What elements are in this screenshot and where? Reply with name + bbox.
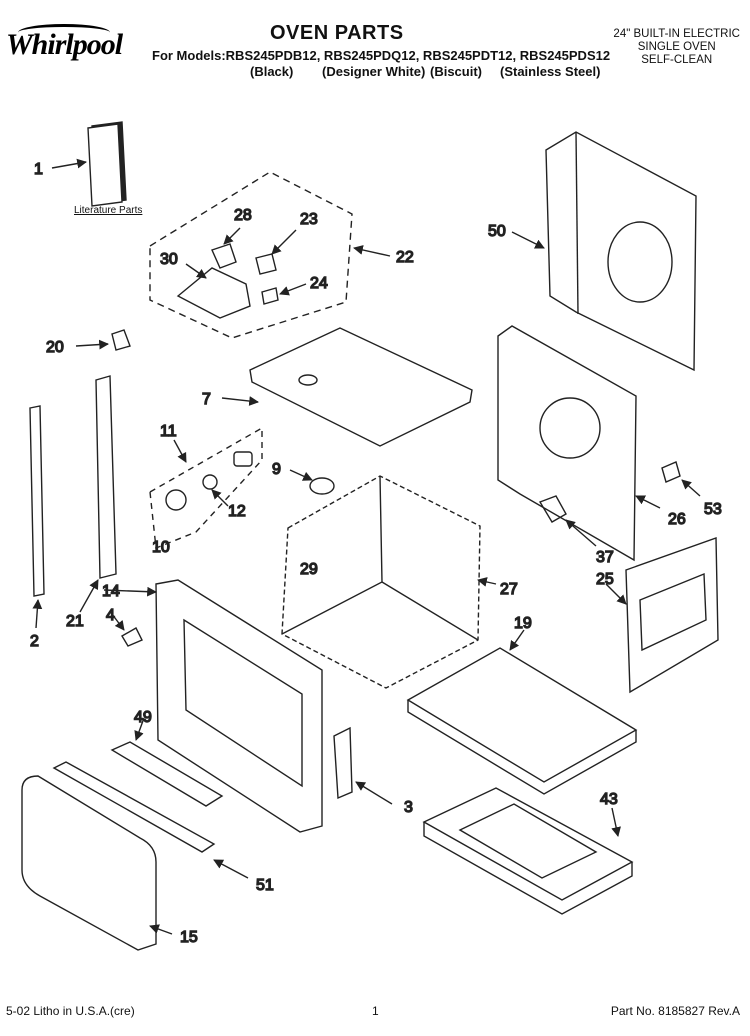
models-line: For Models:RBS245PDB12, RBS245PDQ12, RBS… — [152, 48, 611, 63]
part-knob-group — [149, 426, 263, 549]
product-type: 24" BUILT-IN ELECTRIC SINGLE OVEN SELF-C… — [613, 28, 740, 67]
part-side-panel — [497, 325, 701, 562]
color-designer-white: (Designer White) — [322, 64, 426, 79]
footer-litho: 5-02 Litho in U.S.A.(cre) — [6, 1004, 135, 1018]
callout-number: 28 — [234, 207, 252, 224]
callout-number: 1 — [34, 161, 43, 178]
color-black: (Black) — [250, 64, 294, 79]
callout-number: 15 — [180, 929, 198, 946]
callout-number: 7 — [202, 391, 211, 408]
callout-number: 11 — [160, 423, 177, 440]
part-control-assembly — [149, 171, 391, 339]
color-stainless: (Stainless Steel) — [500, 64, 601, 79]
callout-number: 53 — [704, 501, 722, 518]
callout-number: 25 — [596, 571, 614, 588]
callout-number: 51 — [256, 877, 274, 894]
part-top-panel — [221, 327, 473, 447]
callout-number: 14 — [102, 583, 120, 600]
callout-number: 9 — [272, 461, 281, 478]
callout-number: 26 — [668, 511, 686, 528]
part-clip — [75, 329, 131, 351]
whirlpool-logo: Whirlpool — [6, 28, 123, 61]
part-front-frame — [103, 579, 323, 833]
callout-number: 20 — [46, 339, 64, 356]
footer-page-number: 1 — [372, 1004, 379, 1018]
part-lower-trim — [21, 717, 393, 951]
callout-number: 10 — [152, 539, 170, 556]
callout-number: 21 — [66, 613, 84, 630]
callout-number: 30 — [160, 251, 178, 268]
product-type-line: 24" BUILT-IN ELECTRIC — [613, 28, 740, 40]
literature-parts-label: Literature Parts — [74, 205, 143, 216]
callout-number: 2 — [30, 633, 39, 650]
callout-number: 37 — [596, 549, 614, 566]
footer-part-number: Part No. 8185827 Rev.A — [610, 1004, 740, 1018]
callout-number: 19 — [514, 615, 532, 632]
part-side-shield — [605, 537, 719, 694]
callout-number: 12 — [228, 503, 246, 520]
part-side-trim — [29, 375, 117, 629]
callout-number: 23 — [300, 211, 318, 228]
part-bottom-plate — [406, 629, 638, 795]
part-oven-cavity — [281, 469, 497, 689]
product-type-line: SINGLE OVEN — [637, 41, 716, 53]
color-biscuit: (Biscuit) — [430, 64, 482, 79]
callout-number: 22 — [396, 249, 414, 266]
part-literature — [51, 121, 127, 207]
whirlpool-logo-swoosh — [18, 24, 110, 41]
callout-number: 27 — [500, 581, 518, 598]
callout-number: 50 — [488, 223, 506, 240]
callout-number: 49 — [134, 709, 152, 726]
part-drip-tray — [422, 787, 634, 915]
product-type-line: SELF-CLEAN — [641, 54, 713, 66]
callout-number: 4 — [106, 607, 115, 624]
callout-number: 43 — [600, 791, 618, 808]
part-rear-panel — [511, 131, 697, 372]
page-title: OVEN PARTS — [270, 22, 404, 44]
callout-number: 3 — [404, 799, 413, 816]
callout-number: 24 — [310, 275, 328, 292]
callout-number: 29 — [300, 561, 318, 578]
